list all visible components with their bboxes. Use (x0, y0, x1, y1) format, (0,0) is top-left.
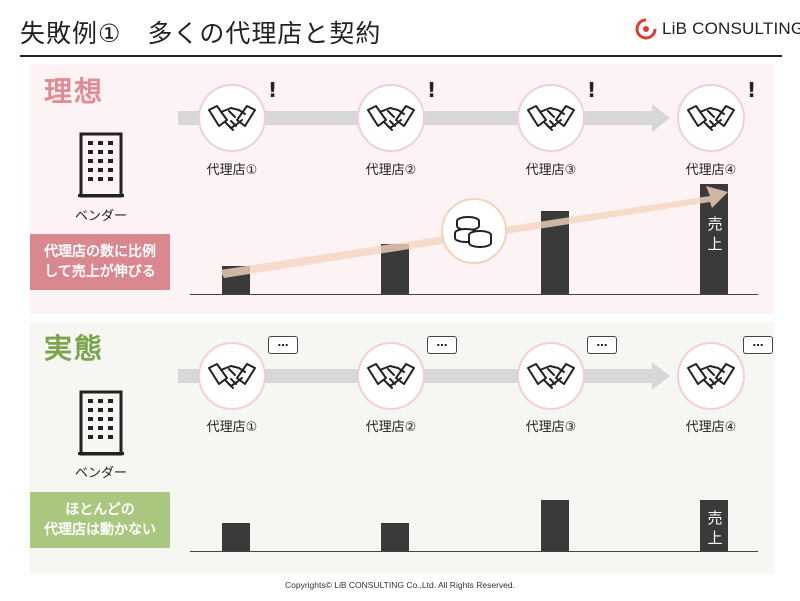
ideal-agent-1-handshake (198, 84, 266, 152)
reality-agent-3-label: 代理店③ (525, 420, 577, 435)
handshake-icon (527, 363, 575, 389)
company-logo: LiB CONSULTING (635, 18, 800, 40)
title-divider (20, 55, 782, 57)
reality-agent-1-handshake (198, 342, 266, 410)
vendor-building-icon (78, 390, 124, 456)
coins-icon (454, 216, 492, 248)
reality-agent-3-handshake (517, 342, 585, 410)
coins-badge (441, 198, 507, 264)
reality-sales-bar-2 (381, 523, 409, 551)
reality-vendor-label: ベンダー (74, 466, 127, 481)
ideal-agent-2-reaction: ! (427, 78, 437, 102)
ideal-agent-3-handshake (517, 84, 585, 152)
reality-callout: ほとんどの 代理店は動かない (30, 492, 170, 548)
reality-callout-line-1: ほとんどの (65, 502, 135, 518)
reality-agent-4-handshake (677, 342, 745, 410)
vendor-building-icon (78, 132, 124, 198)
ideal-sales-label: 売 上 (700, 214, 730, 254)
reality-heading: 実態 (44, 332, 105, 365)
reality-flow-arrowhead-icon (652, 362, 670, 390)
handshake-icon (367, 105, 415, 131)
ideal-agent-4-label: 代理店④ (685, 163, 737, 178)
handshake-icon (208, 363, 256, 389)
ideal-agent-2-handshake (357, 84, 425, 152)
reality-baseline (190, 551, 758, 552)
reality-agent-4-speech-bubble: … (743, 336, 773, 354)
ideal-agent-4-reaction: ! (747, 78, 757, 102)
ideal-callout-line-1: 代理店の数に比例 (44, 244, 156, 260)
reality-sales-char-1: 売 (707, 509, 723, 527)
reality-sales-bar-4: 売 上 (700, 500, 728, 551)
page-title: 失敗例① 多くの代理店と契約 (20, 19, 382, 48)
reality-sales-label: 売 上 (700, 508, 730, 548)
ideal-agent-3-reaction: ! (587, 78, 597, 102)
reality-agent-1-label: 代理店① (206, 420, 258, 435)
reality-sales-bar-3 (541, 500, 569, 551)
ideal-flow-arrowhead-icon (652, 104, 670, 132)
ideal-baseline (190, 294, 758, 295)
handshake-icon (687, 105, 735, 131)
handshake-icon (687, 363, 735, 389)
reality-sales-char-2: 上 (707, 529, 723, 547)
ideal-callout: 代理店の数に比例 して売上が伸びる (30, 234, 170, 290)
ideal-agent-1-label: 代理店① (206, 163, 258, 178)
reality-callout-line-2: 代理店は動かない (44, 522, 156, 538)
ideal-sales-char-2: 上 (707, 235, 723, 253)
reality-agent-2-speech-bubble: … (427, 336, 457, 354)
ideal-agent-3-label: 代理店③ (525, 163, 577, 178)
logo-mark-icon (635, 18, 657, 40)
reality-agent-3-speech-bubble: … (587, 336, 617, 354)
handshake-icon (367, 363, 415, 389)
reality-agent-1-speech-bubble: … (268, 336, 298, 354)
reality-agent-2-label: 代理店② (365, 420, 417, 435)
ideal-agent-2-label: 代理店② (365, 163, 417, 178)
reality-agent-2-handshake (357, 342, 425, 410)
reality-sales-bar-1 (222, 523, 250, 551)
handshake-icon (527, 105, 575, 131)
ideal-heading: 理想 (44, 75, 105, 108)
ideal-sales-char-1: 売 (707, 215, 723, 233)
handshake-icon (208, 105, 256, 131)
ideal-vendor-label: ベンダー (74, 209, 127, 224)
reality-agent-4-label: 代理店④ (685, 420, 737, 435)
copyright-footer: Copyrights© LiB CONSULTING Co.,Ltd. All … (284, 580, 516, 590)
ideal-agent-4-handshake (677, 84, 745, 152)
logo-text: LiB CONSULTING (662, 19, 800, 38)
ideal-callout-line-2: して売上が伸びる (44, 264, 156, 280)
ideal-agent-1-reaction: ! (268, 78, 278, 102)
